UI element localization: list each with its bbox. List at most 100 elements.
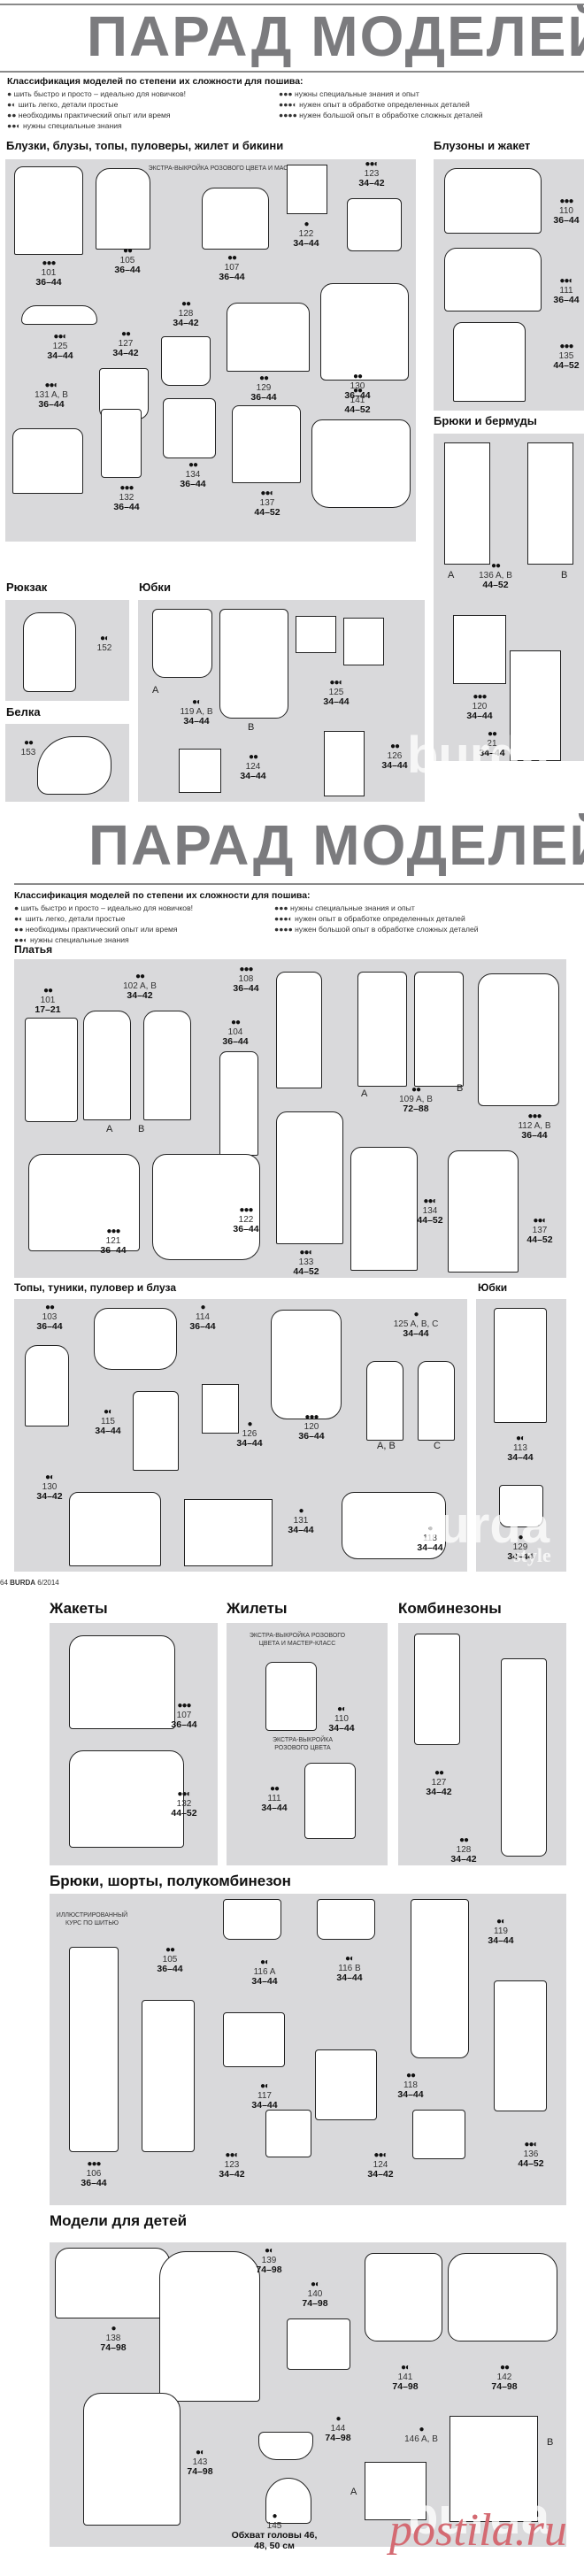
garment-backpack-152 xyxy=(23,612,76,692)
garment-dress-108 xyxy=(276,972,322,1088)
legend-item: ●● необходимы практический опыт или врем… xyxy=(14,925,178,934)
garment-dress-133 xyxy=(276,1111,343,1244)
garment-vest-132 xyxy=(101,409,142,478)
panel-backpack: ●◐152 xyxy=(5,600,129,701)
garment-dress-141 xyxy=(365,2253,442,2341)
variant-c: C xyxy=(434,1441,441,1451)
garment-dress-122 xyxy=(152,1154,260,1260)
note-extra-pattern-2: ЭКСТРА-ВЫКРОЙКА РОЗОВОГО ЦВЕТА xyxy=(272,1737,333,1752)
garment-top-115 xyxy=(133,1391,179,1471)
variant-a: A xyxy=(361,1088,368,1099)
garment-overalls-106 xyxy=(69,1947,119,2152)
legend-item: ●◐ шить легко, детали простые xyxy=(14,914,126,923)
garment-dress-102b xyxy=(143,1011,191,1120)
postila-watermark: postila.ru xyxy=(389,2505,567,2556)
garment-skirt-119b xyxy=(219,609,288,719)
section-title-skirts-2: Юбки xyxy=(478,1281,508,1294)
legend-item: ●●●◐ нужен опыт в обработке определенных… xyxy=(274,914,465,923)
variant-b: B xyxy=(138,1124,145,1134)
garment-shorts-123 xyxy=(265,2110,311,2157)
garment-top-129 xyxy=(227,303,310,372)
variant-b: B xyxy=(457,1083,464,1094)
garment-top-134 xyxy=(163,398,216,458)
variant-b: B xyxy=(248,722,255,733)
garment-shorts-116a xyxy=(223,1899,281,1940)
section-title-vests: Жилеты xyxy=(227,1600,288,1617)
garment-dress-134 xyxy=(350,1147,418,1271)
section-title-pants: Брюки, шорты, полукомбинезон xyxy=(50,1872,291,1889)
model-label: ●146 A, B xyxy=(404,2425,438,2445)
garment-shorts-117 xyxy=(223,2012,285,2067)
garment-top-122 xyxy=(287,165,327,214)
garment-blouson-110 xyxy=(444,168,542,234)
garment-tunic-130 xyxy=(69,1492,161,1566)
garment-jacket-107 xyxy=(69,1635,175,1729)
burda-style-watermark: style xyxy=(513,1544,551,1566)
legend-heading: Классификация моделей по степени их слож… xyxy=(7,76,304,87)
model-label: ●◐152 xyxy=(96,634,112,654)
legend-item: ●●●◐ нужен опыт в обработке определенных… xyxy=(279,100,470,109)
legend-item: ●●●● нужен большой опыт в обработке слож… xyxy=(274,925,479,934)
legend-item: ● шить быстро и просто – идеально для но… xyxy=(7,89,187,98)
garment-trousers-136 xyxy=(494,1980,547,2111)
variant-b: B xyxy=(561,570,568,581)
garment-skirt-125b xyxy=(343,618,384,665)
title-rule-2 xyxy=(14,883,584,885)
variant-a: A xyxy=(448,570,455,581)
garment-jumpsuit-127 xyxy=(414,1634,460,1745)
garment-shorts-118 xyxy=(315,2049,377,2120)
garment-bikini-125 xyxy=(21,305,97,325)
garment-dress-112 xyxy=(478,973,559,1106)
garment-vest-110 xyxy=(265,1662,317,1731)
garment-top-125ab xyxy=(366,1361,403,1441)
garment-jacket-132 xyxy=(69,1750,184,1848)
legend-item: ●●◐ нужны специальные знания xyxy=(7,121,122,130)
section-title-dresses: Платья xyxy=(14,943,53,956)
garment-shorts-116b xyxy=(317,1899,375,1940)
garment-skirt-113 xyxy=(494,1308,547,1423)
top-rule xyxy=(0,4,584,5)
garment-dress-121 xyxy=(28,1154,140,1251)
garment-squirrel-153 xyxy=(37,736,111,795)
burda-watermark: burda xyxy=(407,727,550,784)
garment-trousers-21 xyxy=(510,650,561,761)
note-extra-pattern: ЭКСТРА-ВЫКРОЙКА РОЗОВОГО ЦВЕТА И МАСТЕР-… xyxy=(148,165,323,172)
section-title-blouses: Блузки, блузы, топы, пуловеры, жилет и б… xyxy=(6,139,284,152)
legend-item: ●●●● нужен большой опыт в обработке слож… xyxy=(279,111,483,119)
